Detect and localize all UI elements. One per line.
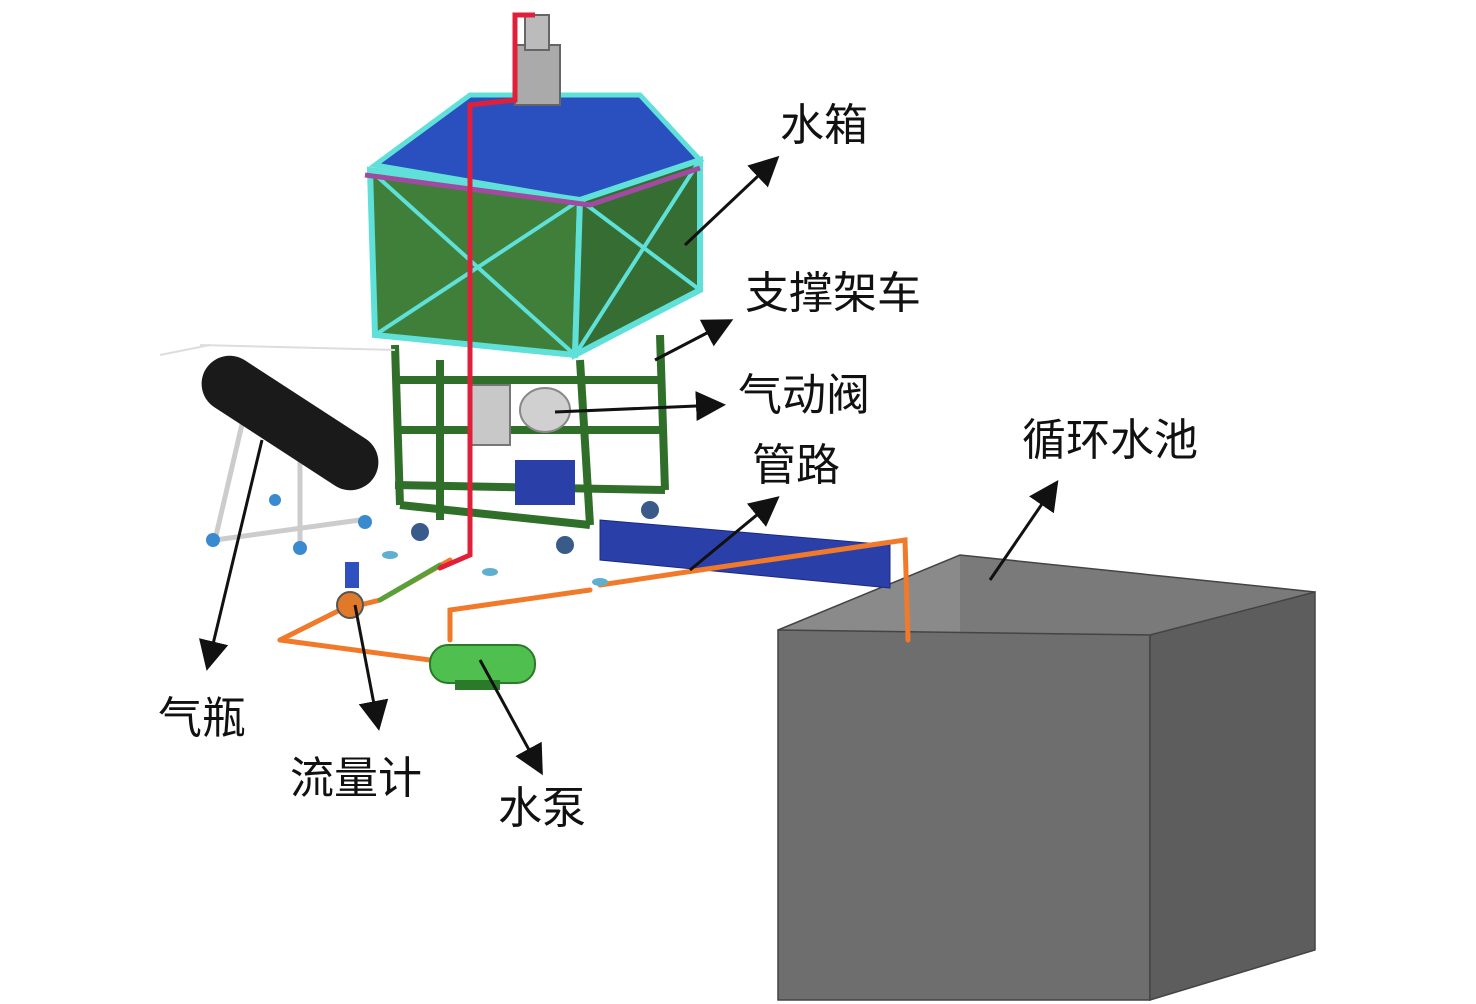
label-support-cart: 支撑架车	[745, 268, 921, 319]
arrow-pipeline	[689, 496, 780, 572]
circulation-pool	[777, 554, 1316, 1002]
gas-cylinder	[159, 344, 396, 555]
label-flow-meter: 流量计	[290, 753, 422, 804]
arrows	[199, 155, 1059, 776]
label-gas-cylinder: 气瓶	[158, 693, 246, 744]
label-water-tank: 水箱	[780, 100, 868, 151]
support-cart	[391, 334, 669, 529]
arrow-pneumatic-valve	[554, 391, 726, 422]
arrow-flow-meter	[353, 604, 389, 731]
label-pipeline: 管路	[752, 440, 840, 491]
arrow-water-tank	[683, 155, 780, 247]
label-water-pump: 水泵	[498, 783, 586, 834]
water-tank	[364, 12, 705, 520]
flow-meter	[336, 562, 364, 619]
label-pneumatic-valve: 气动阀	[738, 370, 870, 421]
cart-wheels	[382, 501, 659, 586]
arrow-water-pump	[478, 659, 543, 776]
arrow-support-cart	[654, 319, 734, 362]
label-circulation-pool: 循环水池	[1022, 415, 1198, 466]
arrow-gas-cylinder	[199, 439, 264, 671]
arrow-circulation-pool	[988, 480, 1059, 581]
pipeline	[277, 517, 911, 663]
